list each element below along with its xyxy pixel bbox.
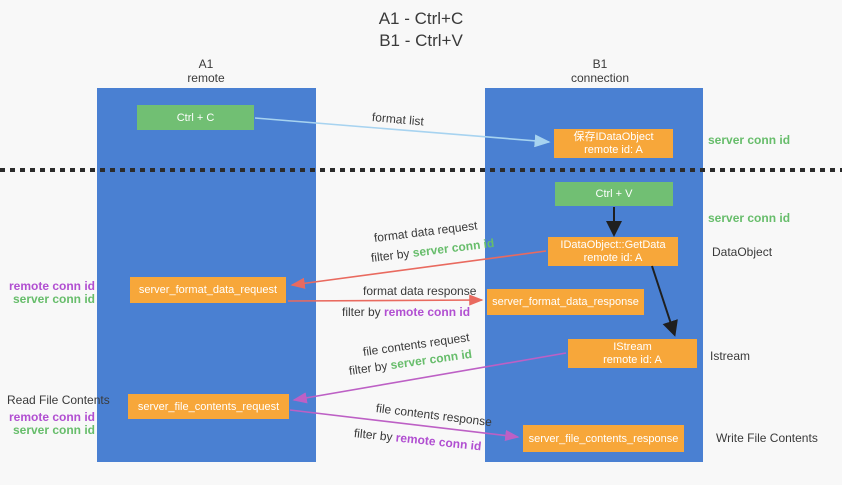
label-remote-conn-id: remote conn id: [8, 410, 95, 424]
label-istream: Istream: [710, 349, 751, 363]
filter-by-text: filter by: [342, 305, 385, 319]
label-stack-left-top: remote conn id server conn id: [7, 280, 95, 306]
diagram-title: A1 - Ctrl+C B1 - Ctrl+V: [0, 8, 842, 52]
lane-b1-name: B1: [592, 57, 608, 71]
node-ctrl-c: Ctrl + C: [137, 105, 254, 130]
label-remote-conn-id: remote conn id: [8, 279, 95, 293]
node-istream: IStream remote id: A: [568, 339, 697, 368]
label-format-list: format list: [371, 110, 425, 129]
label-stack-left-bottom: remote conn id server conn id: [7, 411, 95, 437]
node-file-request-label: server_file_contents_request: [137, 400, 280, 413]
label-server-conn-id: server conn id: [12, 423, 95, 437]
label-server-conn-id-top: server conn id: [708, 133, 791, 147]
label-file-contents-response: file contents response: [375, 401, 493, 430]
node-getdata-line2: remote id: A: [583, 251, 643, 264]
node-istream-line2: remote id: A: [603, 353, 662, 366]
label-write-file-contents: Write File Contents: [716, 431, 818, 445]
node-istream-line1: IStream: [613, 340, 652, 353]
node-file-response-label: server_file_contents_response: [528, 432, 679, 445]
node-server-format-data-response: server_format_data_response: [487, 289, 644, 315]
lane-a1-name: A1: [198, 57, 214, 71]
node-idataobject-getdata: IDataObject::GetData remote id: A: [548, 237, 678, 266]
node-ctrl-v-label: Ctrl + V: [595, 188, 633, 200]
label-server-conn-id-mid: server conn id: [708, 211, 791, 225]
label-read-file-contents: Read File Contents: [7, 393, 110, 407]
label-server-conn-id: server conn id: [12, 292, 95, 306]
remote-conn-id-key: remote conn id: [384, 305, 471, 319]
label-file-contents-response-filter: filter by remote conn id: [353, 426, 482, 453]
filter-by-text: filter by: [370, 245, 414, 265]
label-dataobject: DataObject: [712, 245, 773, 259]
lane-a1-role: remote: [187, 71, 225, 85]
node-server-format-data-request: server_format_data_request: [130, 277, 286, 303]
node-format-response-label: server_format_data_response: [492, 296, 639, 308]
node-save-idataobject-line2: remote id: A: [584, 143, 643, 156]
server-conn-id-key: server conn id: [411, 235, 495, 260]
node-save-idataobject-line1: 保存IDataObject: [573, 130, 654, 143]
label-format-data-response-filter: filter by remote conn id: [342, 305, 470, 319]
node-ctrl-v: Ctrl + V: [555, 182, 673, 206]
label-format-data-response: format data response: [363, 284, 477, 298]
filter-by-text: filter by: [353, 426, 397, 445]
remote-conn-id-key: remote conn id: [395, 430, 483, 454]
node-getdata-line1: IDataObject::GetData: [560, 238, 666, 251]
lane-b1-role: connection: [570, 71, 630, 85]
node-server-file-contents-response: server_file_contents_response: [523, 425, 684, 452]
node-ctrl-c-label: Ctrl + C: [176, 111, 215, 124]
session-divider-dotted-line: [0, 168, 842, 172]
lane-header-b1: B1 connection: [530, 57, 670, 85]
arrow-format-data-response: [287, 294, 484, 306]
node-format-request-label: server_format_data_request: [138, 284, 278, 296]
title-line-2: B1 - Ctrl+V: [379, 31, 463, 50]
filter-by-text: filter by: [348, 358, 392, 378]
lane-header-a1: A1 remote: [136, 57, 276, 85]
node-server-file-contents-request: server_file_contents_request: [128, 394, 289, 419]
node-save-idataobject: 保存IDataObject remote id: A: [554, 129, 673, 158]
title-line-1: A1 - Ctrl+C: [378, 9, 464, 28]
